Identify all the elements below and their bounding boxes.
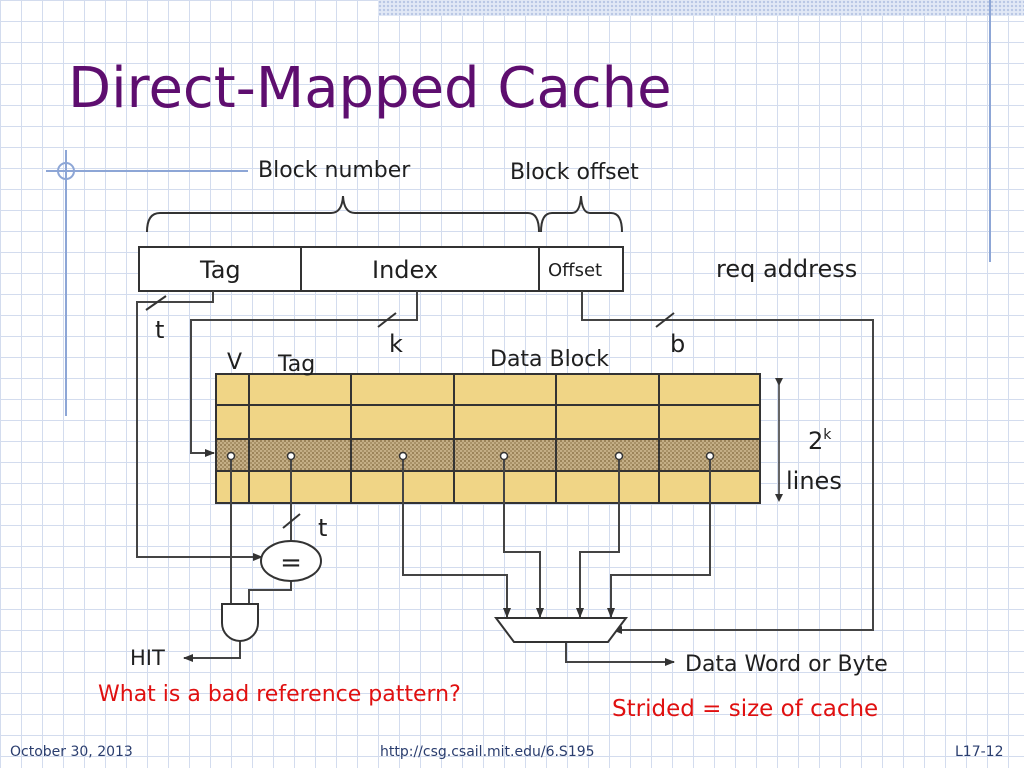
tag-column-header: Tag <box>278 352 316 377</box>
lines-unit-label: lines <box>786 467 842 495</box>
footer-slide-number: L17-12 <box>955 744 1004 760</box>
tap-points <box>226 451 715 461</box>
block-number-brace <box>146 195 540 233</box>
compare-width-label: t <box>318 514 328 542</box>
corner-band <box>378 0 1024 16</box>
wires <box>136 291 874 666</box>
block-offset-brace <box>540 195 623 233</box>
footer-url: http://csg.csail.mit.edu/6.S195 <box>380 744 595 760</box>
offset-field: Offset <box>548 260 603 281</box>
index-field: Index <box>372 256 439 284</box>
hit-label: HIT <box>130 646 165 670</box>
slide-decoration <box>46 0 991 416</box>
data-block-header: Data Block <box>490 347 610 372</box>
block-number-label: Block number <box>258 158 411 183</box>
tag-comparator: = <box>260 540 322 582</box>
answer-text: Strided = size of cache <box>612 696 879 722</box>
hit-and-gate <box>221 603 259 642</box>
lines-count-label: 2k <box>808 427 831 455</box>
indexed-cache-line <box>216 439 760 471</box>
req-address-label: req address <box>716 255 858 283</box>
output-label: Data Word or Byte <box>685 652 888 677</box>
tag-field: Tag <box>200 256 241 284</box>
data-multiplexer <box>494 617 628 643</box>
comparator-symbol: = <box>280 548 302 578</box>
valid-column-header: V <box>227 350 243 375</box>
bus-width-slashes <box>145 295 675 529</box>
address-register <box>138 246 624 292</box>
slide-title: Direct-Mapped Cache <box>68 56 672 121</box>
footer-date: October 30, 2013 <box>10 744 133 760</box>
offset-width-label: b <box>670 330 686 358</box>
question-text: What is a bad reference pattern? <box>98 682 461 707</box>
lines-base: 2 <box>808 427 824 455</box>
cache-array <box>215 373 761 504</box>
tag-width-label: t <box>155 316 165 344</box>
block-offset-label: Block offset <box>510 160 639 185</box>
lines-exponent: k <box>823 427 832 443</box>
index-width-label: k <box>389 330 403 358</box>
